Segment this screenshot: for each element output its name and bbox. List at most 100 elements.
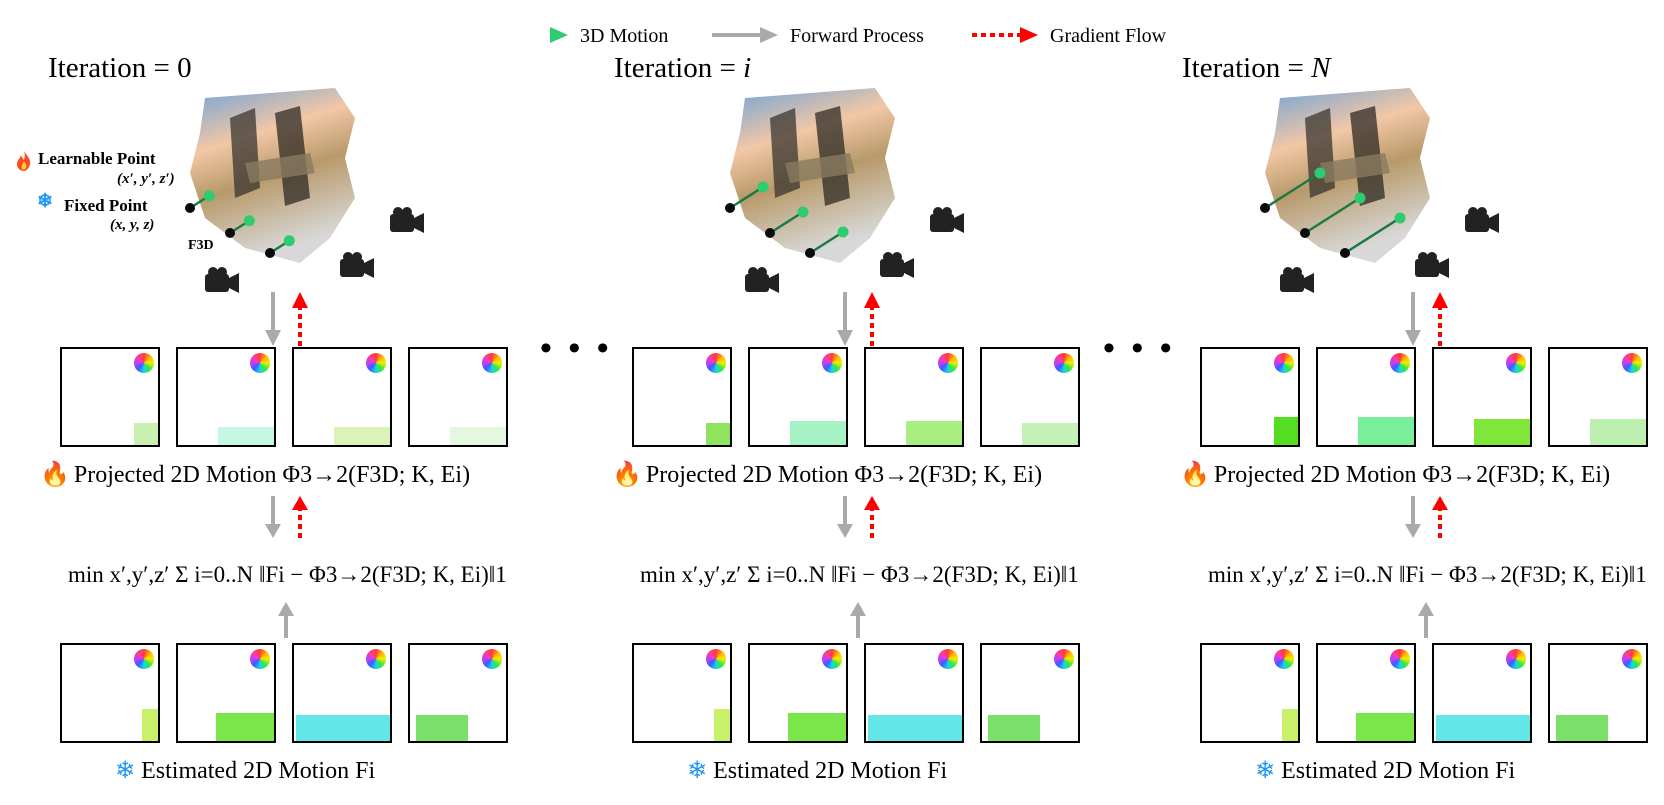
color-wheel-icon <box>366 649 386 669</box>
f3d-label: F3D <box>188 238 214 253</box>
fixed-point <box>765 228 775 238</box>
flow-region <box>218 427 274 445</box>
tower-shape <box>1305 108 1335 198</box>
camera-icon <box>930 207 964 233</box>
estimated-motion-panel <box>60 643 160 743</box>
fixed-point <box>1340 248 1350 258</box>
projected-motion-panel <box>1432 347 1532 447</box>
camera-icon <box>880 252 914 278</box>
flow-region <box>1556 715 1608 741</box>
camera-icon <box>1465 207 1499 233</box>
motion-vector <box>1344 216 1401 255</box>
estimated-motion-text: Estimated 2D Motion Fi <box>1281 758 1516 784</box>
color-wheel-icon <box>366 353 386 373</box>
learnable-point <box>203 190 215 202</box>
camera-icon <box>1280 267 1314 293</box>
fixed-point <box>1300 228 1310 238</box>
loss-formula: min x′,y′,z′ Σ i=0..N ‖Fi − Φ3→2(F3D; K,… <box>1208 562 1647 587</box>
projected-motion-panel <box>1548 347 1648 447</box>
flow-region <box>1022 423 1078 445</box>
iteration-title-prefix: Iteration = <box>48 52 178 84</box>
projected-motion-text: Projected 2D Motion Φ3→2(F3D; K, Ei) <box>73 462 471 488</box>
flow-region <box>216 713 274 741</box>
estimated-motion-panel <box>864 643 964 743</box>
fixed-point <box>1260 203 1270 213</box>
3d-motion-arrow-icon <box>502 27 568 43</box>
flow-region <box>1274 417 1298 445</box>
flow-region <box>1436 715 1530 741</box>
color-wheel-icon <box>1506 353 1526 373</box>
fire-icon: 🔥 <box>40 460 70 488</box>
motion-vector <box>769 210 804 235</box>
snowflake-icon: ❄ <box>687 756 708 784</box>
loss-formula: min x′,y′,z′ Σ i=0..N ‖Fi − Φ3→2(F3D; K,… <box>640 562 1079 587</box>
estimated-motion-panel <box>1316 643 1416 743</box>
legend-3d-motion-label: 3D Motion <box>580 25 669 47</box>
projected-motion-panel <box>1316 347 1416 447</box>
forward-gradient-arrows <box>265 496 308 538</box>
estimated-motion-panel <box>1432 643 1532 743</box>
learnable-point <box>243 215 255 227</box>
estimated-motion-text: Estimated 2D Motion Fi <box>713 758 948 784</box>
iteration-title-var: i <box>743 52 752 84</box>
learnable-point <box>837 226 849 238</box>
color-wheel-icon <box>1054 649 1074 669</box>
camera-icon <box>340 252 374 278</box>
projected-motion-panel <box>60 347 160 447</box>
forward-arrow <box>278 602 294 638</box>
learnable-point <box>757 181 769 193</box>
color-wheel-icon <box>1390 353 1410 373</box>
flow-region <box>868 715 962 741</box>
estimated-motion-caption: ❄Estimated 2D Motion Fi <box>115 756 375 785</box>
ellipsis: • • • <box>1103 330 1176 367</box>
motion-vector <box>1264 171 1321 210</box>
color-wheel-icon <box>1622 649 1642 669</box>
color-wheel-icon <box>706 649 726 669</box>
color-wheel-icon <box>1054 353 1074 373</box>
tower-shape <box>230 108 260 198</box>
projected-motion-panel <box>408 347 508 447</box>
projected-motion-panel <box>632 347 732 447</box>
projected-motion-caption: 🔥Projected 2D Motion Φ3→2(F3D; K, Ei) <box>40 460 470 489</box>
flow-region <box>1590 419 1646 445</box>
bridge-shape <box>1320 153 1390 183</box>
estimated-motion-panel <box>1200 643 1300 743</box>
camera-icon <box>1415 252 1449 278</box>
learnable-point <box>1394 212 1406 224</box>
projected-motion-text: Projected 2D Motion Φ3→2(F3D; K, Ei) <box>1213 462 1611 488</box>
color-wheel-icon <box>1390 649 1410 669</box>
flow-region <box>906 421 962 445</box>
flow-region <box>450 427 506 445</box>
flow-region <box>788 713 846 741</box>
fixed-point <box>725 203 735 213</box>
estimated-motion-panel <box>176 643 276 743</box>
flow-region <box>706 423 730 445</box>
projected-motion-panel <box>1200 347 1300 447</box>
scene-3d-reconstruction <box>725 88 964 293</box>
flow-region <box>1282 709 1298 741</box>
legend-gradient-label: Gradient Flow <box>1050 25 1167 47</box>
legend-forward-label: Forward Process <box>790 25 924 47</box>
projected-motion-panel <box>980 347 1080 447</box>
estimated-motion-caption: ❄Estimated 2D Motion Fi <box>1255 756 1515 785</box>
color-wheel-icon <box>822 353 842 373</box>
flow-region <box>714 709 730 741</box>
fixed-point-coord: (x, y, z) <box>110 217 155 233</box>
fire-icon: 🔥 <box>1180 460 1210 488</box>
estimated-motion-panel <box>632 643 732 743</box>
iteration-title-i: Iteration = i <box>614 52 751 85</box>
flow-region <box>790 421 846 445</box>
motion-vector <box>809 230 844 255</box>
flow-region <box>134 423 158 445</box>
projected-motion-panel <box>864 347 964 447</box>
projected-motion-caption: 🔥Projected 2D Motion Φ3→2(F3D; K, Ei) <box>1180 460 1610 489</box>
forward-gradient-arrows <box>1405 496 1448 538</box>
fixed-point <box>265 248 275 258</box>
forward-arrow <box>850 602 866 638</box>
flow-region <box>296 715 390 741</box>
scene-3d-reconstruction <box>185 88 424 293</box>
camera-icon <box>205 267 239 293</box>
flow-region <box>1358 417 1414 445</box>
color-wheel-icon <box>1622 353 1642 373</box>
projected-motion-panel <box>176 347 276 447</box>
